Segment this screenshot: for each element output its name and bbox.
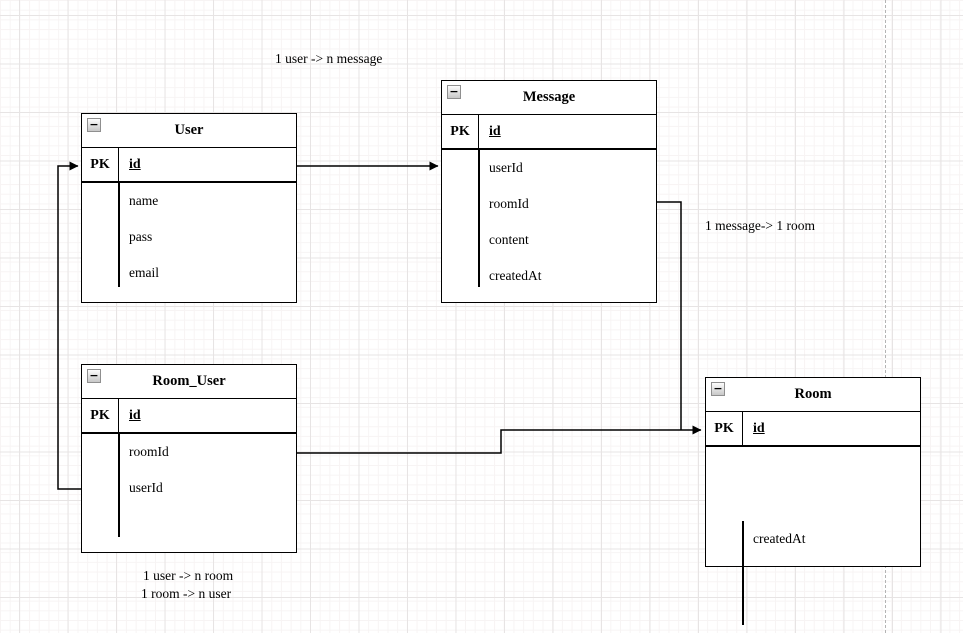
entity-body: createdAt	[706, 521, 920, 633]
entity-body: userId roomId content createdAt	[442, 150, 656, 299]
relationship-label-message-room[interactable]: 1 message-> 1 room	[705, 218, 815, 233]
field-name: roomId	[489, 196, 529, 211]
entity-title: Room	[794, 386, 832, 402]
primary-key-row[interactable]: PK id	[442, 115, 656, 150]
pk-field-name: id	[489, 123, 501, 139]
connector-roomuser-to-room[interactable]	[297, 425, 702, 454]
field-row[interactable]: email	[82, 255, 296, 291]
field-name: name	[129, 193, 159, 208]
field-name: createdAt	[489, 268, 542, 283]
entity-title: User	[174, 122, 204, 138]
entity-header[interactable]: − User	[82, 114, 296, 148]
field-row[interactable]: roomId	[82, 434, 296, 470]
primary-key-row[interactable]: PK id	[706, 412, 920, 447]
field-name: pass	[129, 229, 153, 244]
collapse-minus-icon[interactable]: −	[87, 369, 101, 383]
field-row[interactable]: createdAt	[442, 258, 656, 294]
entity-header[interactable]: − Room	[706, 378, 920, 412]
collapse-minus-icon[interactable]: −	[711, 382, 725, 396]
field-name: createdAt	[753, 531, 806, 546]
pk-label: PK	[82, 399, 119, 432]
connector-roomuser-to-user[interactable]	[57, 161, 81, 490]
column-divider	[118, 183, 120, 287]
relationship-label-user-room[interactable]: 1 user -> n room	[143, 568, 234, 583]
field-row[interactable]: content	[442, 222, 656, 258]
entity-table-message[interactable]: − Message PK id userId roomId content cr…	[441, 80, 657, 303]
entity-table-user[interactable]: − User PK id name pass email	[81, 113, 297, 303]
pk-field-name: id	[129, 407, 141, 423]
field-row[interactable]: userId	[82, 470, 296, 506]
pk-field-name: id	[753, 420, 765, 436]
field-name: userId	[489, 160, 523, 175]
pk-label: PK	[82, 148, 119, 181]
entity-body: roomId userId	[82, 434, 296, 549]
primary-key-row[interactable]: PK id	[82, 148, 296, 183]
primary-key-row[interactable]: PK id	[82, 399, 296, 434]
collapse-minus-icon[interactable]: −	[87, 118, 101, 132]
field-name: userId	[129, 480, 163, 495]
page-boundary-dashed-line	[885, 0, 886, 633]
column-divider	[478, 150, 480, 287]
column-divider	[118, 434, 120, 537]
pk-field-name: id	[129, 156, 141, 172]
pk-label: PK	[706, 412, 743, 445]
field-row[interactable]: userId	[442, 150, 656, 186]
entity-title: Message	[522, 89, 576, 105]
pk-label: PK	[442, 115, 479, 148]
entity-header[interactable]: − Room_User	[82, 365, 296, 399]
field-name: content	[489, 232, 529, 247]
collapse-minus-icon[interactable]: −	[447, 85, 461, 99]
field-name: roomId	[129, 444, 169, 459]
entity-title: Room_User	[152, 373, 226, 389]
relationship-label-room-user[interactable]: 1 room -> n user	[141, 586, 232, 601]
relationship-label-user-message[interactable]: 1 user -> n message	[275, 51, 383, 66]
entity-body: name pass email	[82, 183, 296, 299]
field-row[interactable]: createdAt	[706, 521, 920, 557]
entity-table-room-user[interactable]: − Room_User PK id roomId userId	[81, 364, 297, 553]
field-row[interactable]: roomId	[442, 186, 656, 222]
column-divider	[742, 521, 744, 625]
entity-table-room[interactable]: − Room PK id createdAt	[705, 377, 921, 625]
field-row[interactable]: pass	[82, 219, 296, 255]
connector-message-to-room[interactable]	[657, 201, 682, 430]
entity-header[interactable]: − Message	[442, 81, 656, 115]
field-name: email	[129, 265, 159, 280]
field-row[interactable]: name	[82, 183, 296, 219]
